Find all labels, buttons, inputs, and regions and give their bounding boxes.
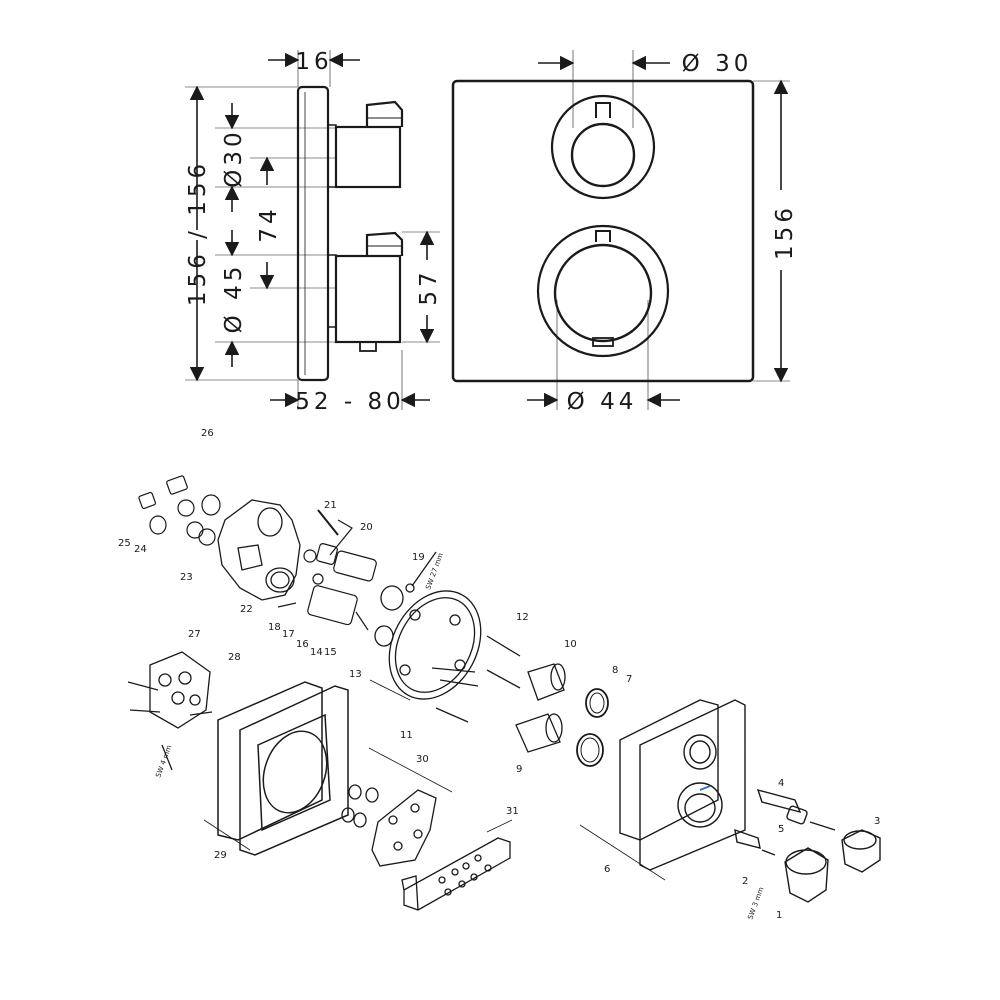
dim-depth-range: 52 - 80 — [295, 389, 404, 415]
dim-side-diam-top: Ø30 — [221, 128, 247, 187]
part-label-9: 9 — [516, 764, 522, 775]
part-plaster-guard — [401, 837, 511, 911]
part-label-15: 15 — [324, 647, 337, 658]
part-label-17: 17 — [282, 629, 295, 640]
part-label-12: 12 — [516, 612, 529, 623]
part-cartridges — [277, 509, 377, 631]
part-label-24: 24 — [134, 544, 147, 555]
dim-handle-diam-top: Ø 30 — [682, 51, 753, 77]
part-label-19: 19 — [412, 552, 425, 563]
front-upper-handle — [550, 94, 656, 200]
front-cover-plate — [451, 79, 755, 383]
part-label-29: 29 — [214, 850, 227, 861]
side-cover-plate — [296, 85, 330, 382]
part-label-28: 28 — [228, 652, 241, 663]
part-label-1: 1 — [776, 910, 782, 921]
part-mounting-frame — [217, 681, 349, 856]
part-label-18: 18 — [268, 622, 281, 633]
tool-label-sw3: SW 3 mm — [746, 886, 765, 921]
part-label-3: 3 — [874, 816, 880, 827]
side-view: 16 156 / 156 Ø30 74 Ø 45 57 52 - 80 — [185, 49, 442, 415]
tool-label-sw27: SW 27 mm — [424, 552, 445, 591]
part-screws — [435, 635, 521, 723]
part-label-13: 13 — [349, 669, 362, 680]
part-label-31: 31 — [506, 806, 519, 817]
part-back-unit — [127, 651, 213, 771]
part-handles — [734, 788, 881, 903]
part-label-5: 5 — [778, 824, 784, 835]
front-view: Ø 30 156 Ø 44 — [451, 50, 798, 415]
part-label-2: 2 — [742, 876, 748, 887]
part-number-labels: 1 2 3 4 5 6 7 8 9 10 11 12 13 14 15 16 1… — [118, 428, 880, 921]
part-label-21: 21 — [324, 500, 337, 511]
part-label-4: 4 — [778, 778, 784, 789]
part-label-10: 10 — [564, 639, 577, 650]
part-label-30: 30 — [416, 754, 429, 765]
part-label-16: 16 — [296, 639, 309, 650]
part-plaster-guard-disc — [388, 590, 482, 700]
dim-lower-height: 57 — [416, 268, 442, 305]
dim-side-diam-bottom: Ø 45 — [221, 263, 247, 334]
part-label-14: 14 — [310, 647, 323, 658]
part-label-26: 26 — [201, 428, 214, 439]
dim-height-left: 156 / 156 — [185, 160, 211, 306]
tool-label-sw4: SW 4 mm — [154, 744, 173, 779]
part-label-22: 22 — [240, 604, 253, 615]
side-lower-handle — [334, 231, 404, 352]
exploded-view: 1 2 3 4 5 6 7 8 9 10 11 12 13 14 15 16 1… — [118, 428, 881, 921]
dim-height-right: 156 — [772, 204, 798, 260]
part-label-20: 20 — [360, 522, 373, 533]
part-extension-sleeves — [515, 663, 566, 753]
part-label-8: 8 — [612, 665, 618, 676]
part-body — [217, 499, 301, 601]
part-label-7: 7 — [626, 674, 632, 685]
part-nut — [374, 551, 437, 647]
part-label-6: 6 — [604, 864, 610, 875]
dim-spacing: 74 — [256, 205, 282, 242]
part-o-rings — [576, 688, 609, 767]
part-fittings — [138, 475, 221, 546]
front-lower-handle — [536, 224, 670, 358]
part-label-27: 27 — [188, 629, 201, 640]
part-label-11: 11 — [400, 730, 413, 741]
part-label-23: 23 — [180, 572, 193, 583]
part-label-25: 25 — [118, 538, 131, 549]
dim-depth-top: 16 — [295, 49, 332, 75]
dim-handle-diam-bottom: Ø 44 — [567, 389, 638, 415]
part-escutcheon — [619, 699, 746, 871]
side-upper-handle — [334, 100, 404, 189]
part-mounting-plate — [341, 784, 437, 867]
